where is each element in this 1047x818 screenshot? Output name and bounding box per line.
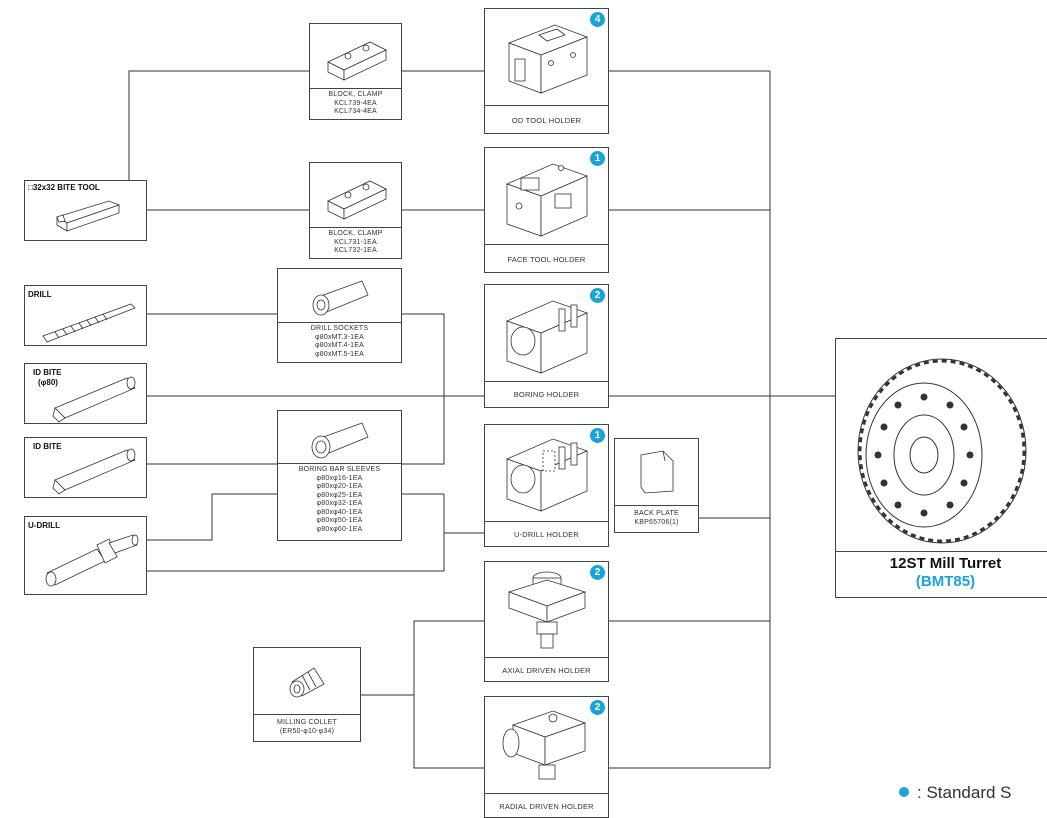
bite-tool-box: □32x32 BITE TOOL: [24, 180, 147, 241]
boring-holder-box: 2 BORING HOLDER: [484, 284, 609, 408]
milling-collet-spec: (ER50-φ10-φ34): [279, 727, 335, 735]
drill-sockets-box: DRILL SOCKETS φ80xMT.3-1EA φ80xMT.4-1EA …: [277, 268, 402, 363]
legend: : Standard S: [899, 783, 1012, 803]
od-holder-icon: [507, 24, 589, 94]
id-bite-80-icon: [52, 376, 136, 423]
turret-model: (BMT85): [915, 573, 976, 590]
sleeve-40: φ80xφ40-1EA: [316, 508, 363, 516]
boring-sleeves-box: BORING BAR SLEEVES φ80xφ16-1EA φ80xφ20-1…: [277, 410, 402, 541]
drill-box: DRILL: [24, 285, 147, 346]
sleeve-20: φ80xφ20-1EA: [316, 483, 363, 490]
clamp1-part-a: KCL739-4EA: [334, 99, 377, 107]
back-plate-title: BACK PLATE: [634, 510, 679, 517]
sleeve-16: φ80xφ16-1EA: [316, 474, 363, 482]
clamp2-title: BLOCK, CLAMP: [328, 230, 383, 237]
legend-text: : Standard S: [917, 783, 1012, 802]
radial-holder-icon: [502, 710, 587, 780]
id-bite-80-label: ID BITE: [33, 368, 62, 377]
clamp2-part-a: KCL731-1EA: [334, 238, 377, 246]
sleeve-50: φ80xφ50-1EA: [316, 517, 363, 524]
axial-driven-holder-label: AXIAL DRIVEN HOLDER: [502, 666, 591, 675]
u-drill-box: U-DRILL: [24, 516, 147, 595]
sleeve-25: φ80xφ25-1EA: [316, 491, 363, 499]
drill-sockets-title: DRILL SOCKETS: [310, 325, 369, 332]
qty-badge: 1: [590, 151, 605, 166]
mill-turret-box: 12ST Mill Turret (BMT85): [835, 338, 1047, 598]
od-tool-holder-box: 4 OD TOOL HOLDER: [484, 8, 609, 134]
u-drill-icon: [45, 534, 139, 587]
boring-holder-icon: [505, 300, 589, 374]
milling-collet-title: MILLING COLLET: [277, 719, 337, 726]
face-tool-holder-box: 1 FACE TOOL HOLDER: [484, 147, 609, 273]
u-drill-holder-icon: [505, 438, 589, 512]
axial-driven-holder-box: 2 AXIAL DRIVEN HOLDER: [484, 561, 609, 682]
qty-badge: 2: [590, 565, 605, 580]
clamp-block-icon: [327, 180, 387, 220]
drill-sockets-mt4: φ80xMT.4-1EA: [315, 342, 364, 349]
radial-driven-holder-box: 2 RADIAL DRIVEN HOLDER: [484, 696, 609, 818]
clamp2-box: BLOCK, CLAMP KCL731-1EA KCL732-1EA: [309, 162, 402, 259]
back-plate-icon: [640, 450, 674, 494]
clamp1-box: BLOCK, CLAMP KCL739-4EA KCL734-4EA: [309, 23, 402, 120]
turret-icon: [857, 358, 1027, 544]
socket-icon: [312, 280, 369, 316]
face-holder-icon: [505, 163, 589, 237]
bite-tool-label: □32x32 BITE TOOL: [28, 183, 100, 192]
sleeve-60: φ80xφ60-1EA: [316, 525, 363, 533]
axial-holder-icon: [507, 571, 587, 649]
sleeve-32: φ80xφ32-1EA: [316, 500, 363, 507]
clamp1-title: BLOCK, CLAMP: [328, 91, 383, 98]
radial-driven-holder-label: RADIAL DRIVEN HOLDER: [499, 802, 594, 811]
clamp-block-icon: [327, 41, 387, 81]
u-drill-holder-label: U-DRILL HOLDER: [513, 530, 580, 539]
boring-holder-label: BORING HOLDER: [513, 390, 580, 399]
back-plate-part: KBP65706(1): [634, 518, 679, 526]
standard-dot-icon: [899, 787, 909, 797]
od-tool-holder-label: OD TOOL HOLDER: [511, 116, 582, 125]
collet-icon: [289, 667, 325, 698]
drill-sockets-mt5: φ80xMT.5-1EA: [315, 350, 364, 358]
face-tool-holder-label: FACE TOOL HOLDER: [507, 255, 586, 264]
sleeve-icon: [311, 422, 369, 459]
drill-icon: [42, 303, 136, 343]
qty-badge: 4: [590, 12, 605, 27]
clamp2-part-b: KCL732-1EA: [334, 247, 377, 254]
boring-sleeves-title: BORING BAR SLEEVES: [298, 466, 381, 473]
drill-label: DRILL: [28, 290, 52, 299]
u-drill-label: U-DRILL: [28, 521, 60, 530]
bite-tool-icon: [56, 200, 121, 232]
id-bite-80-size: (φ80): [38, 378, 58, 387]
qty-badge: 1: [590, 428, 605, 443]
id-bite-box: ID BITE: [24, 437, 147, 498]
u-drill-holder-box: 1 U-DRILL HOLDER: [484, 424, 609, 547]
back-plate-box: BACK PLATE KBP65706(1): [614, 438, 699, 533]
turret-title: 12ST Mill Turret: [889, 555, 1002, 572]
id-bite-label: ID BITE: [33, 442, 62, 451]
milling-collet-box: MILLING COLLET (ER50-φ10-φ34): [253, 647, 361, 742]
qty-badge: 2: [590, 288, 605, 303]
id-bite-icon: [52, 448, 136, 495]
id-bite-80-box: ID BITE (φ80): [24, 363, 147, 424]
qty-badge: 2: [590, 700, 605, 715]
drill-sockets-mt3: φ80xMT.3-1EA: [315, 333, 364, 341]
clamp1-part-b: KCL734-4EA: [334, 108, 377, 115]
